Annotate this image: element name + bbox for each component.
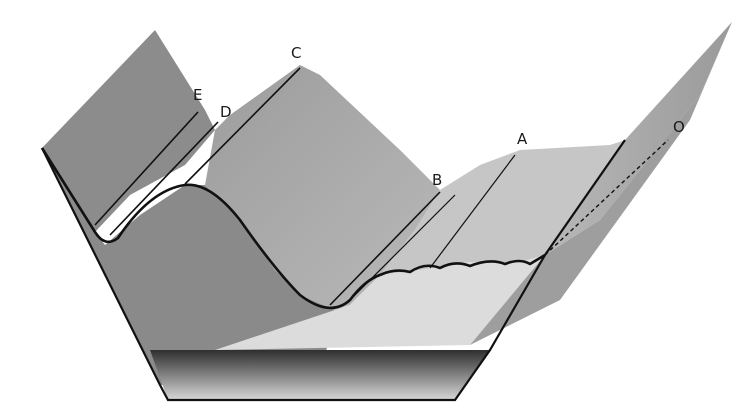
dashed-line-o [544, 139, 669, 256]
label-b: B [432, 171, 442, 189]
left-ridge-face [42, 30, 215, 232]
ridge-line-d [109, 121, 219, 236]
ridge-line-c [184, 67, 301, 185]
label-d: D [220, 103, 232, 121]
label-o: O [673, 118, 685, 136]
ridge-line-e [94, 111, 199, 226]
ridge-line-a [429, 154, 516, 269]
base-slab [150, 350, 490, 400]
valley-floor [215, 255, 545, 350]
left-section-face [42, 148, 335, 385]
label-e: E [193, 86, 202, 104]
section-profile-line [40, 147, 546, 310]
mountain-c-face [205, 65, 440, 310]
right-side-face [545, 22, 732, 255]
ridge-line-b2 [349, 194, 456, 301]
ridge-line-b1 [329, 191, 441, 306]
valley-slope-face [380, 140, 625, 275]
label-c: C [291, 44, 301, 62]
label-a: A [517, 130, 528, 148]
